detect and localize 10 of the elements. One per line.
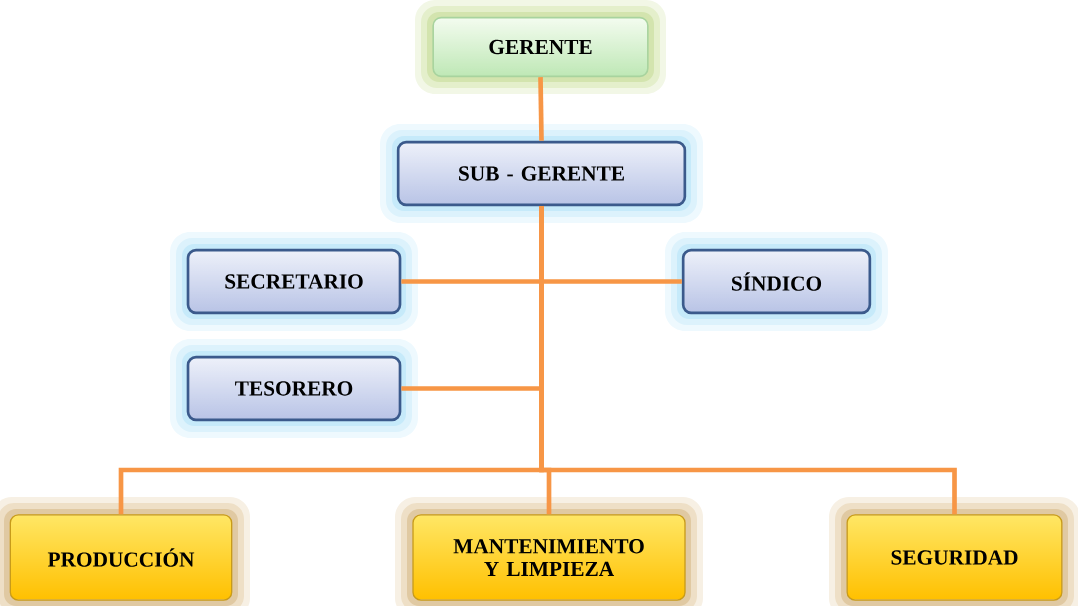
department-box: SUB - GERENTE (396, 140, 687, 207)
area-box: MANTENIMIENTO Y LIMPIEZA (412, 514, 686, 601)
connector-line (539, 206, 957, 515)
department-box: TESORERO (186, 355, 402, 422)
area-box: SEGURIDAD (846, 514, 1063, 601)
department-box: SECRETARIO (186, 248, 402, 315)
manager-box: GERENTE (432, 16, 649, 78)
department-box: SÍNDICO (681, 248, 872, 315)
area-box: PRODUCCIÓN (9, 514, 233, 601)
connector-line (538, 77, 544, 141)
